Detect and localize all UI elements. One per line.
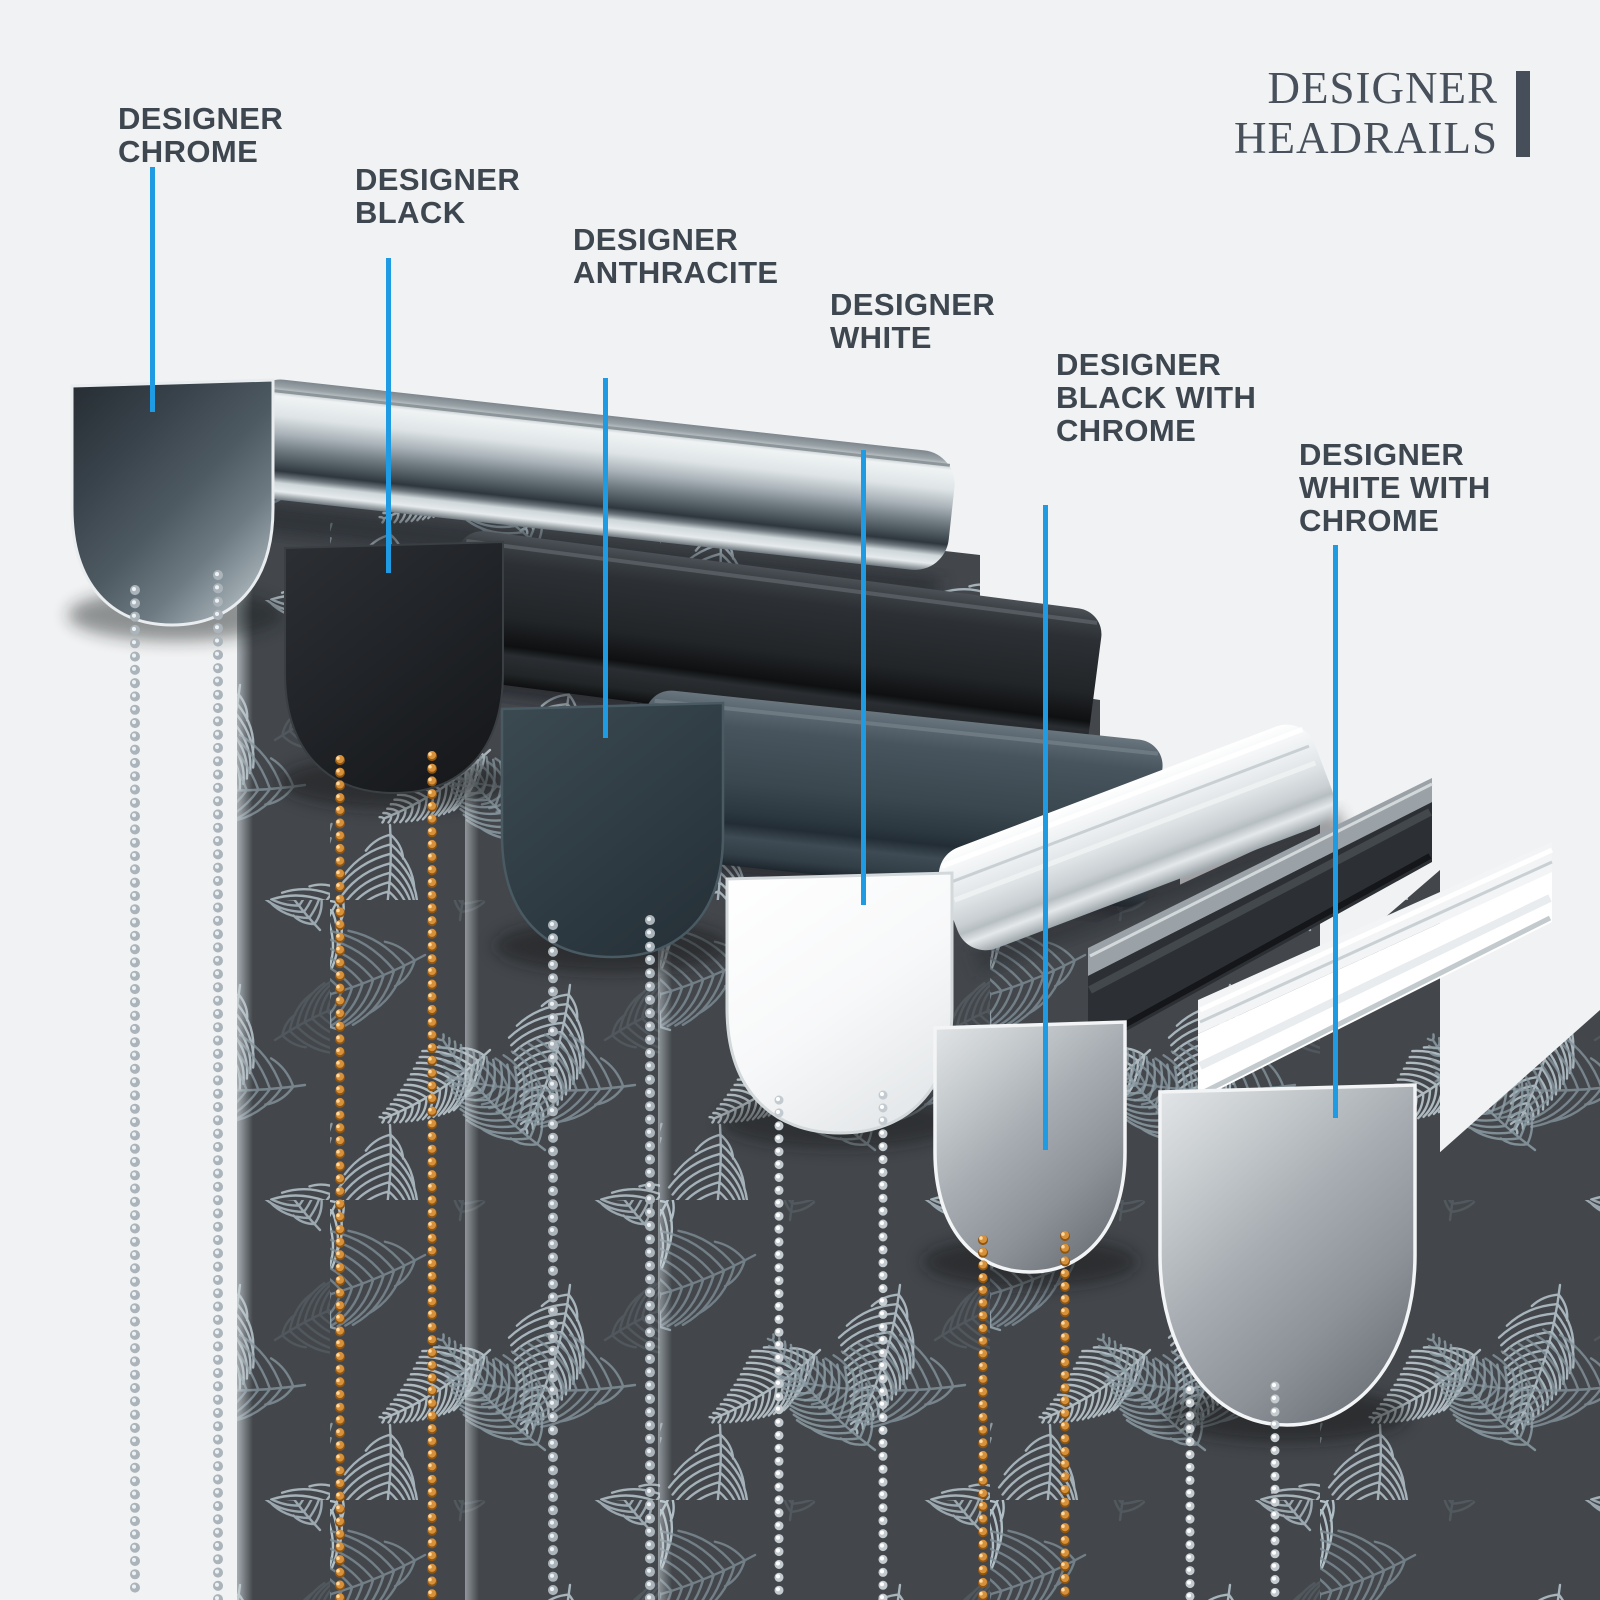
end-cap-anthracite: [500, 701, 725, 959]
end-cap-chrome: [933, 1020, 1127, 1274]
leader-line-designer-white: [861, 450, 866, 905]
label-line: CHROME: [118, 134, 259, 169]
leader-line-designer-anthracite: [603, 378, 608, 738]
bead-chain-copper: [978, 1231, 1070, 1600]
label-line: WHITE WITH: [1299, 470, 1491, 505]
brand-line: DESIGNER: [1267, 63, 1498, 113]
label-designer-white: DESIGNER WHITE: [830, 288, 995, 354]
label-line: BLACK WITH: [1056, 380, 1257, 415]
label-line: DESIGNER: [1056, 347, 1222, 382]
label-designer-black-with-chrome: DESIGNER BLACK WITH CHROME: [1056, 348, 1256, 447]
label-line: ANTHRACITE: [573, 255, 779, 290]
bead-chain-silver: [130, 570, 223, 1600]
label-line: BLACK: [355, 195, 466, 230]
label-line: DESIGNER: [1299, 437, 1465, 472]
label-line: DESIGNER: [118, 101, 284, 136]
brand-logo: DESIGNER HEADRAILS: [1234, 63, 1530, 163]
label-designer-anthracite: DESIGNER ANTHRACITE: [573, 223, 779, 289]
leader-line-designer-chrome: [150, 167, 155, 412]
label-line: DESIGNER: [355, 162, 521, 197]
end-cap-chrome: [1158, 1083, 1417, 1427]
end-cap-chrome: [70, 378, 275, 627]
rail-white: [938, 724, 1347, 974]
logo-bar: [1516, 71, 1530, 157]
label-line: CHROME: [1056, 413, 1197, 448]
bead-chain-white: [774, 1090, 888, 1600]
headrail-designer-white-with-chrome: [1158, 842, 1600, 1600]
label-designer-white-with-chrome: DESIGNER WHITE WITH CHROME: [1299, 438, 1491, 537]
fabric-fold-highlight: [658, 770, 672, 1600]
fabric-panel: [1330, 1010, 1600, 1600]
brand-logo-text: DESIGNER HEADRAILS: [1234, 63, 1498, 163]
leader-line-designer-black: [386, 258, 391, 573]
brand-line: HEADRAILS: [1234, 113, 1498, 163]
end-cap-white: [725, 871, 954, 1135]
label-line: DESIGNER: [830, 287, 996, 322]
label-line: WHITE: [830, 320, 932, 355]
end-cap-black: [284, 540, 504, 795]
fabric-fold-highlight: [237, 470, 253, 1600]
label-designer-chrome: DESIGNER CHROME: [118, 102, 283, 168]
label-line: DESIGNER: [573, 222, 739, 257]
leader-line-designer-white-with-chrome: [1333, 545, 1338, 1118]
rail-white-chrome-variant: [1198, 842, 1554, 1100]
bead-chain-silver: [548, 915, 655, 1600]
label-line: CHROME: [1299, 503, 1440, 538]
rail-black-chrome-variant: [1088, 778, 1433, 1052]
leader-line-designer-black-with-chrome: [1043, 505, 1048, 1150]
label-designer-black: DESIGNER BLACK: [355, 163, 520, 229]
bead-chain-copper: [335, 751, 437, 1600]
bead-chain-white: [1185, 1381, 1280, 1600]
fabric-fold-highlight: [465, 600, 479, 1600]
